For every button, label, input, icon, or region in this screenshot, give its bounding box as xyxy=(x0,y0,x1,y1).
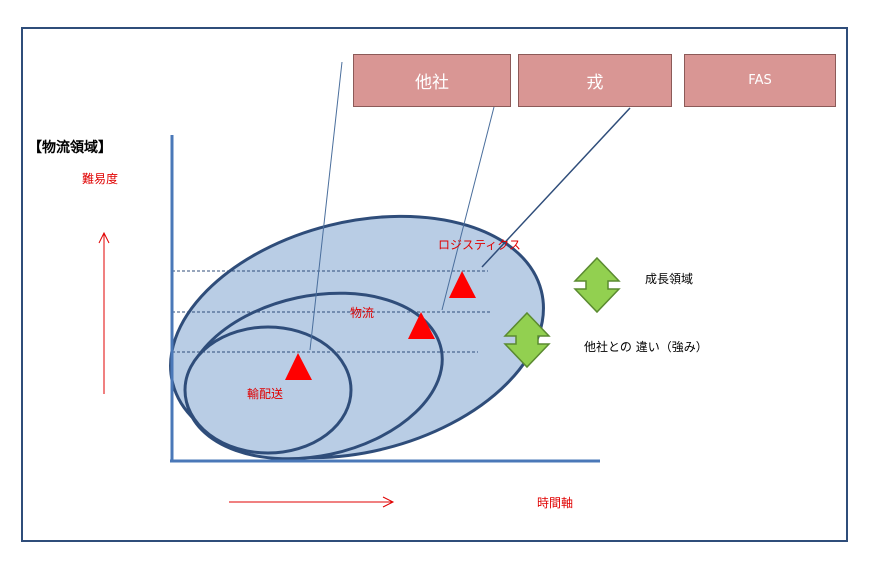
delivery-marker xyxy=(285,353,312,380)
growth-label: 成長領域 xyxy=(645,272,694,286)
company-box-fas: FAS xyxy=(684,54,836,107)
company-label-ebisu: 戎 xyxy=(586,73,604,93)
difference-label: 他社との 違い（強み） xyxy=(584,340,708,354)
area-label-delivery: 輸配送 xyxy=(247,387,284,401)
connector-fas xyxy=(481,107,631,268)
logistics-marker xyxy=(449,271,476,298)
company-label-other: 他社 xyxy=(415,73,449,93)
diagram-title: 【物流領域】 xyxy=(28,140,112,156)
x-axis-label: 時間軸 xyxy=(537,496,574,510)
y-axis-label: 難易度 xyxy=(82,172,119,186)
company-label-fas: FAS xyxy=(748,73,772,88)
company-box-ebisu: 戎 xyxy=(518,54,672,107)
delivery-ellipse xyxy=(183,325,353,455)
diagram-frame xyxy=(21,27,848,542)
time-arrow xyxy=(229,496,395,508)
area-label-logistics: ロジスティクス xyxy=(438,238,521,252)
distribution-marker xyxy=(408,312,435,339)
difference-arrow xyxy=(503,311,551,369)
company-box-other: 他社 xyxy=(353,54,511,107)
connector-other xyxy=(309,61,343,351)
difficulty-arrow xyxy=(98,231,110,394)
area-label-distribution: 物流 xyxy=(350,306,375,320)
growth-arrow xyxy=(573,256,621,314)
connector-ebisu xyxy=(441,106,495,311)
